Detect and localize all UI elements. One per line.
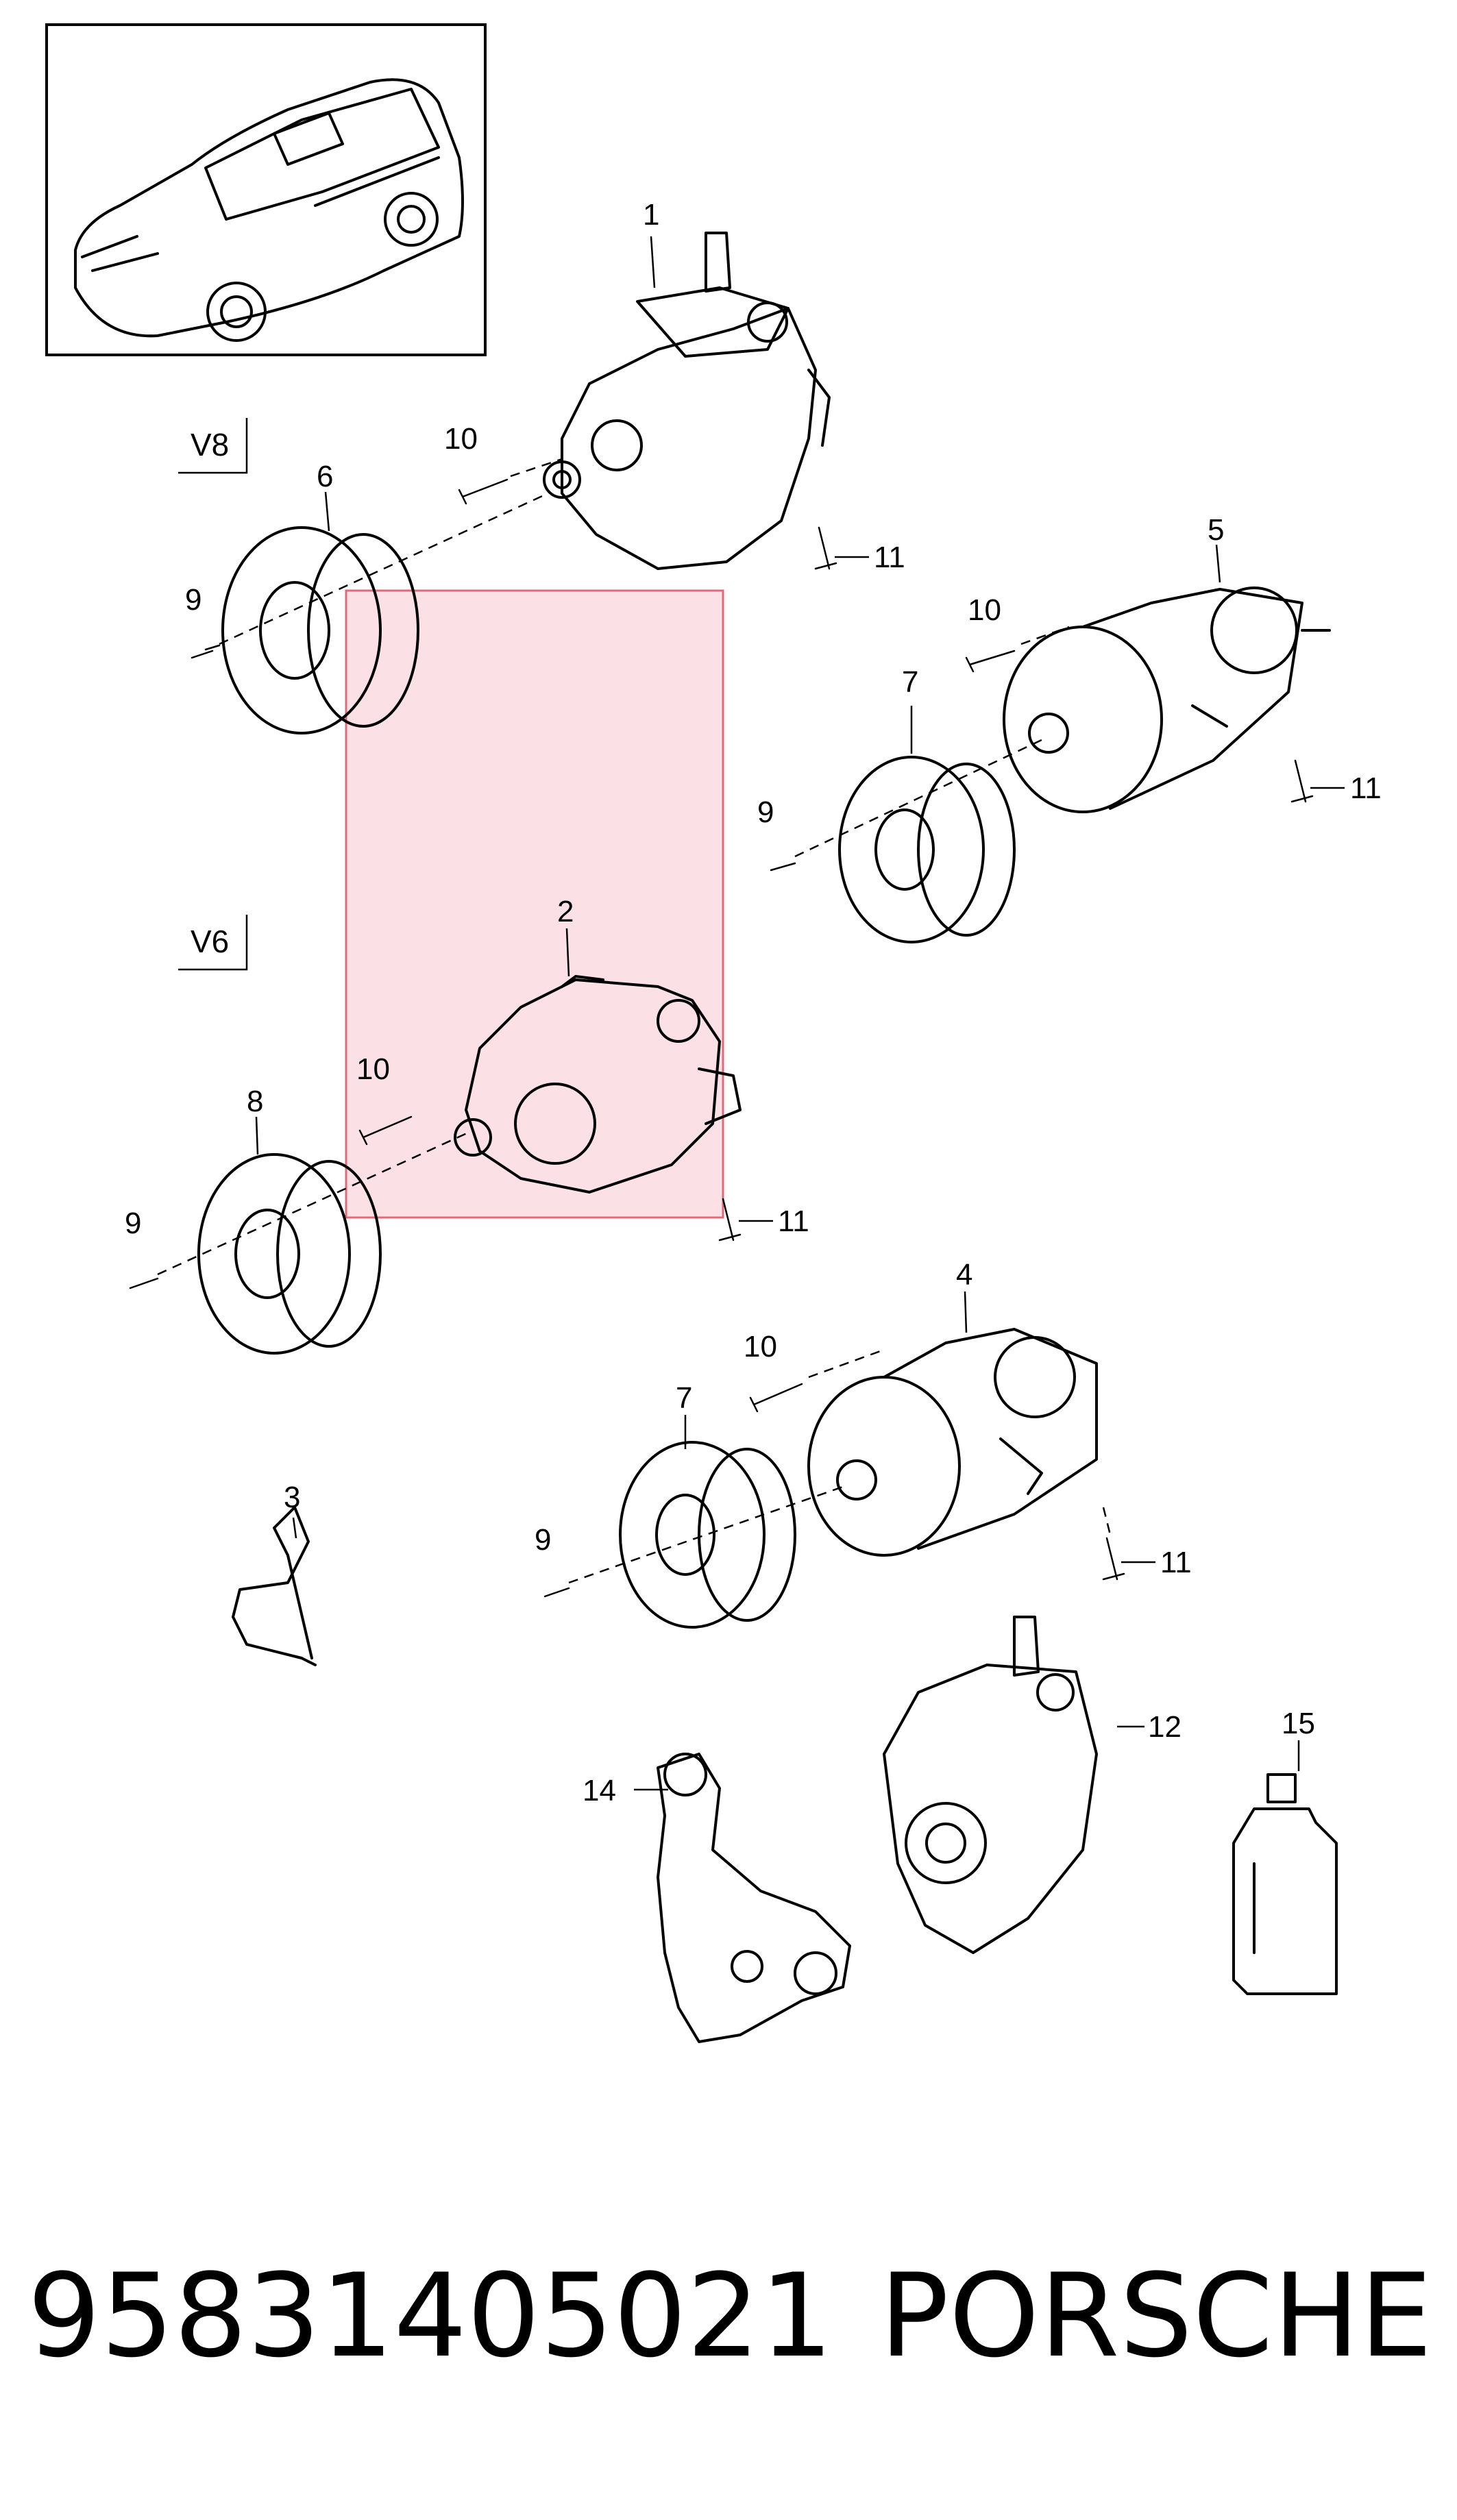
bolts	[129, 478, 1314, 1598]
callout-6: 6	[317, 460, 333, 493]
callout-10: 10	[356, 1052, 390, 1086]
bolt-11-d	[1102, 1537, 1125, 1581]
bolt-11-b	[1290, 759, 1314, 803]
callout-5: 5	[1208, 513, 1224, 547]
svg-text:V8: V8	[191, 427, 229, 462]
bolt-9-c	[129, 1277, 159, 1289]
pulley-part-7-upper	[838, 756, 1016, 943]
callout-10: 10	[444, 422, 478, 456]
callout-9: 9	[125, 1207, 141, 1240]
callout-2: 2	[557, 895, 574, 928]
bolt-10-a	[458, 478, 509, 505]
bolt-9-a	[191, 644, 221, 659]
pump-part-12	[883, 1616, 1098, 1954]
suv-illustration	[74, 78, 464, 342]
callout-leaders	[255, 236, 1345, 1791]
callout-9: 9	[757, 795, 774, 829]
bolt-10-c	[358, 1115, 413, 1146]
bolt-9-b	[770, 862, 796, 872]
pump-part-2	[454, 975, 742, 1194]
callout-12: 12	[1148, 1710, 1181, 1744]
callout-7: 7	[902, 665, 918, 699]
pump-part-4	[807, 1328, 1098, 1557]
svg-text:V6: V6	[191, 924, 229, 959]
bracket-part-14	[657, 1753, 851, 2043]
variant-label-v8: V8	[178, 418, 248, 474]
hose-part-3	[232, 1506, 317, 1666]
pulley-part-7-lower	[619, 1441, 796, 1629]
callout-14: 14	[583, 1774, 616, 1807]
callout-4: 4	[956, 1258, 972, 1292]
callout-labels: 1 6 10 11 9 5 10 7 11 9 2 10 8 11 9 4 10…	[125, 198, 1382, 1807]
pulley-part-8	[197, 1153, 382, 1355]
callout-9: 9	[535, 1523, 551, 1557]
assembly-axes	[157, 458, 1112, 1584]
brand-name: PORSCHE	[879, 2249, 1432, 2383]
bolt-10-b	[965, 650, 1016, 673]
bolt-10-d	[749, 1383, 803, 1413]
callout-10: 10	[968, 593, 1001, 627]
vehicle-inset	[45, 23, 487, 356]
callout-9: 9	[185, 583, 201, 617]
callout-1: 1	[643, 198, 659, 232]
callout-15: 15	[1282, 1707, 1315, 1740]
bottle-part-15	[1232, 1773, 1338, 1995]
pulley-part-6	[221, 526, 419, 734]
pump-part-1	[543, 232, 831, 570]
bolt-11-a	[814, 526, 837, 570]
callout-11: 11	[1350, 771, 1382, 805]
bolt-11-c	[718, 1198, 742, 1242]
callout-10: 10	[744, 1330, 777, 1363]
callout-7: 7	[676, 1381, 692, 1415]
pump-part-5	[1003, 586, 1331, 813]
bolt-9-d	[543, 1587, 570, 1598]
callout-3: 3	[284, 1481, 300, 1514]
part-number: 95831405021	[27, 2249, 833, 2383]
callout-11: 11	[778, 1205, 809, 1238]
callout-8: 8	[247, 1085, 263, 1118]
footer: 95831405021 PORSCHE	[27, 2240, 1432, 2391]
highlight-box	[345, 589, 724, 1219]
callout-11: 11	[1160, 1546, 1192, 1579]
callout-11: 11	[874, 541, 905, 574]
variant-label-v6: V6	[178, 915, 248, 971]
